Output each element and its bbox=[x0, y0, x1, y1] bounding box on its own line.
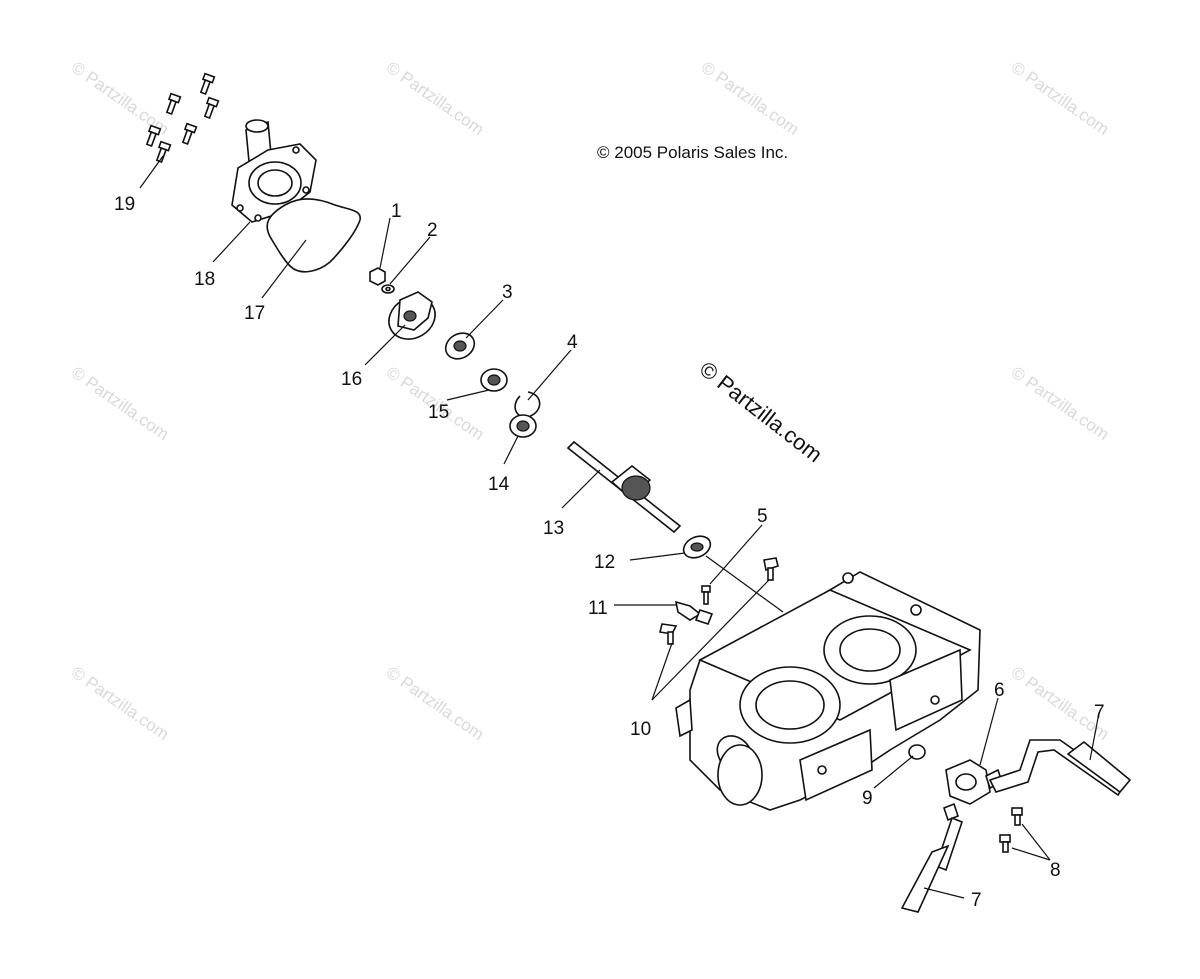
part-11-fitting bbox=[674, 600, 714, 625]
part-16-impeller bbox=[388, 291, 436, 340]
callout-17: 17 bbox=[244, 303, 265, 324]
part-2-washer bbox=[381, 284, 395, 294]
callout-13: 13 bbox=[543, 518, 564, 539]
leader-lines bbox=[139, 155, 1099, 899]
watermark: © Partzilla.com bbox=[383, 663, 488, 744]
callout-7-lower: 7 bbox=[971, 890, 982, 911]
callout-11: 11 bbox=[588, 598, 608, 619]
watermark: © Partzilla.com bbox=[68, 363, 173, 444]
watermark: © Partzilla.com bbox=[1008, 363, 1113, 444]
part-5-bolt bbox=[701, 585, 711, 605]
watermark: © Partzilla.com bbox=[68, 663, 173, 744]
callout-6: 6 bbox=[994, 680, 1005, 701]
part-1-nut bbox=[369, 267, 386, 286]
watermark: © Partzilla.com bbox=[68, 58, 173, 139]
watermark: © Partzilla.com bbox=[698, 58, 803, 139]
watermark: © Partzilla.com bbox=[1008, 58, 1113, 139]
callout-15: 15 bbox=[428, 402, 449, 423]
callout-4: 4 bbox=[567, 332, 578, 353]
part-4-snap-ring bbox=[514, 391, 541, 418]
part-13-shaft-gear bbox=[566, 440, 682, 534]
part-17-gasket bbox=[266, 198, 361, 273]
part-7-oil-lines bbox=[900, 739, 1132, 913]
part-8-bolts bbox=[999, 807, 1023, 853]
watermark: © Partzilla.com bbox=[383, 58, 488, 139]
copyright-text: © 2005 Polaris Sales Inc. bbox=[597, 143, 788, 162]
part-10-fittings bbox=[659, 557, 779, 645]
callout-12: 12 bbox=[594, 552, 615, 573]
callout-labels: 1 2 3 4 5 6 7 7 8 9 10 11 12 13 14 15 16… bbox=[114, 194, 1105, 911]
callout-18: 18 bbox=[194, 269, 215, 290]
callout-8: 8 bbox=[1050, 860, 1061, 881]
callout-5: 5 bbox=[757, 506, 768, 527]
part-6-oil-pump bbox=[943, 759, 1003, 822]
callout-19: 19 bbox=[114, 194, 135, 215]
callout-3: 3 bbox=[502, 282, 513, 303]
part-15-bearing bbox=[480, 368, 508, 392]
callout-7-upper: 7 bbox=[1094, 702, 1105, 723]
callout-9: 9 bbox=[862, 788, 873, 809]
part-9-o-ring bbox=[908, 744, 926, 760]
callout-16: 16 bbox=[341, 369, 362, 390]
callout-1: 1 bbox=[391, 201, 402, 222]
crankcase bbox=[675, 571, 981, 811]
partzilla-watermark: © Partzilla.com bbox=[695, 356, 827, 467]
part-19-bolts bbox=[145, 72, 220, 164]
part-3-seal bbox=[444, 332, 476, 360]
callout-10: 10 bbox=[630, 719, 651, 740]
part-14-bearing bbox=[509, 414, 537, 438]
callout-2: 2 bbox=[427, 220, 438, 241]
callout-14: 14 bbox=[488, 474, 510, 495]
